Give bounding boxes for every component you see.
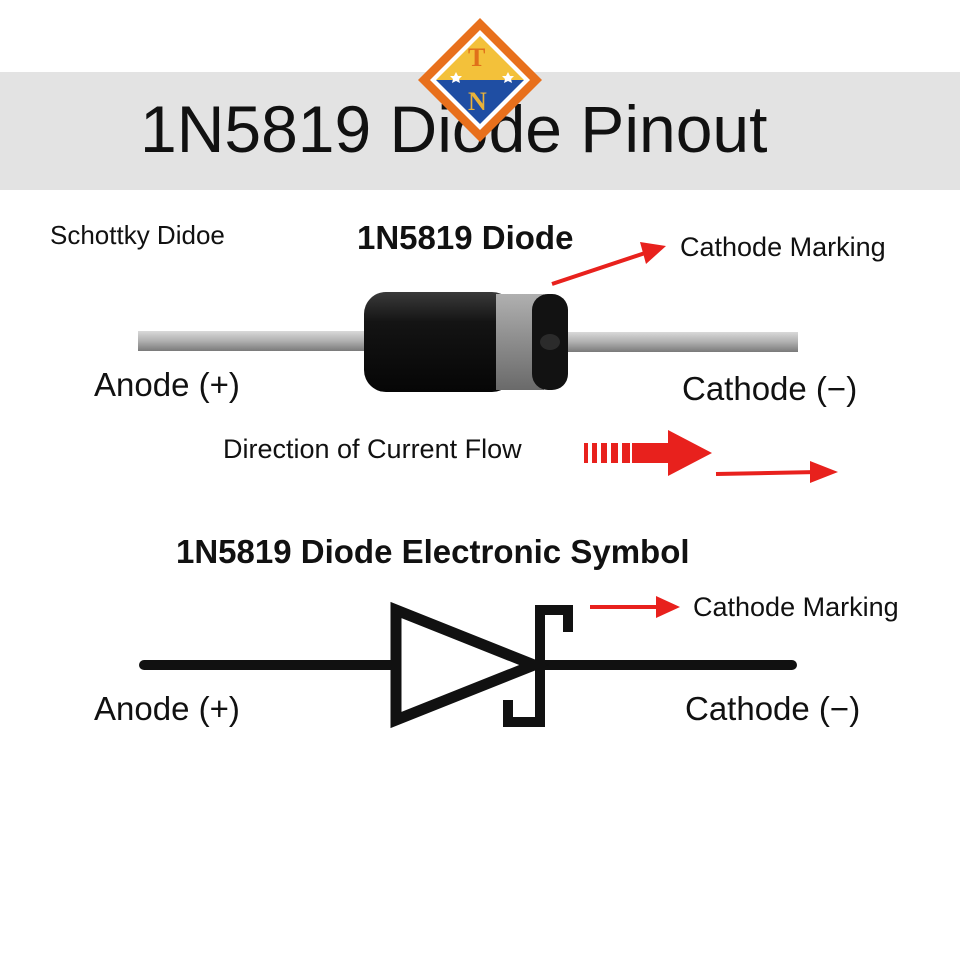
cathode-marking-arrow-2	[590, 596, 680, 618]
tn-logo-icon	[418, 18, 542, 142]
anode-label-photo: Anode (+)	[94, 366, 240, 403]
diode-symbol	[139, 601, 797, 729]
cathode-marking-arrow-1	[551, 242, 666, 286]
symbol-heading: 1N5819 Diode Electronic Symbol	[176, 533, 690, 570]
symbol-triangle	[390, 601, 549, 729]
current-flow-arrow	[584, 430, 712, 476]
current-flow-small-arrow	[715, 461, 838, 483]
cathode-label-photo: Cathode (−)	[682, 370, 858, 407]
diode-body	[364, 292, 514, 392]
schottky-label: Schottky Didoe	[50, 220, 225, 250]
cathode-marking-label-symbol: Cathode Marking	[693, 592, 899, 622]
anode-lead	[138, 331, 378, 351]
cathode-lead	[560, 332, 798, 352]
logo-letter-t: T	[468, 43, 486, 72]
cathode-marking-label-photo: Cathode Marking	[680, 232, 886, 262]
diode-photo	[138, 292, 798, 392]
current-flow-label: Direction of Current Flow	[223, 434, 522, 464]
cathode-label-symbol: Cathode (−)	[685, 690, 861, 727]
lead-entry	[540, 334, 560, 350]
anode-label-symbol: Anode (+)	[94, 690, 240, 727]
symbol-cathode-bar	[503, 605, 573, 727]
diode-heading: 1N5819 Diode	[357, 219, 574, 256]
logo-letter-n: N	[468, 87, 487, 116]
